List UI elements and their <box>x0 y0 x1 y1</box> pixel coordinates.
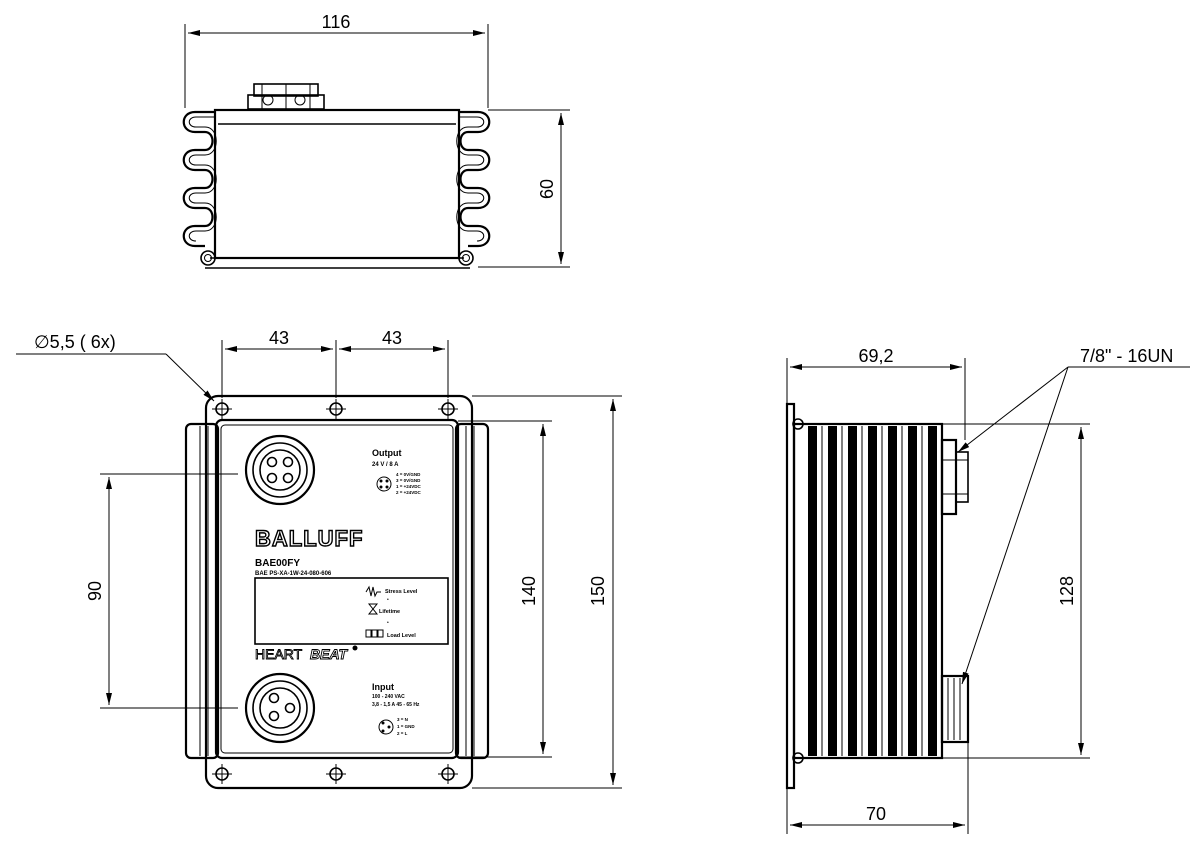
side-output-connector <box>940 438 969 516</box>
dim-connector-spacing: 90 <box>85 581 105 601</box>
side-fins <box>808 426 937 756</box>
input-connector <box>244 672 316 744</box>
output-rating: 24 V / 8 A <box>372 462 399 468</box>
input-current: 3,8 - 1,5 A 45 - 65 Hz <box>372 702 420 708</box>
dim-hole-spacing-2: 43 <box>382 328 402 348</box>
dim-top-width: 116 <box>322 12 351 32</box>
input-pin-diagram <box>378 719 394 735</box>
side-input-connector <box>940 674 970 744</box>
registered-mark-icon <box>352 645 358 651</box>
output-pin-diagram <box>376 476 392 492</box>
output-pin-1: 1 = +24VDC <box>396 484 422 489</box>
mounting-holes <box>212 399 458 784</box>
dim-side-height: 128 <box>1057 576 1077 606</box>
dim-overall-height: 150 <box>588 576 608 606</box>
output-pin-4: 4 = 0V/GND <box>396 472 421 477</box>
dim-thread-label: 7/8" - 16UN <box>1080 346 1173 366</box>
output-title: Output <box>372 448 402 458</box>
svg-text:•: • <box>387 620 389 626</box>
input-pin-3: 3 = N <box>397 717 408 722</box>
load-level-label: Load Level <box>387 633 416 639</box>
hourglass-icon <box>367 603 379 615</box>
top-fins-right <box>459 110 491 248</box>
svg-text:•: • <box>387 597 389 603</box>
dim-side-depth-bottom: 70 <box>866 804 886 824</box>
output-connector <box>244 434 316 506</box>
top-view: 116 60 <box>182 12 570 269</box>
input-pin-1: 1 = GND <box>397 724 415 729</box>
stress-level-icon <box>365 585 381 598</box>
input-voltage: 100 - 240 VAC <box>372 694 405 700</box>
input-pin-2: 2 = L <box>397 731 408 736</box>
brand-logo: BALLUFF <box>255 526 363 551</box>
front-base-plate <box>204 394 474 790</box>
lifetime-label: Lifetime <box>379 609 400 615</box>
top-fins-left <box>182 110 215 248</box>
top-body <box>213 108 461 260</box>
stress-level-label: Stress Level <box>385 589 418 595</box>
front-body <box>214 418 460 760</box>
dim-hole-spacing-1: 43 <box>269 328 289 348</box>
dim-body-height: 140 <box>519 576 539 606</box>
dim-top-height: 60 <box>537 179 557 199</box>
side-body <box>792 422 944 760</box>
input-title: Input <box>372 682 394 692</box>
model-label: BAE00FY <box>255 558 300 569</box>
heartbeat-logo-left: HEART <box>255 646 303 662</box>
load-level-icon <box>365 629 384 638</box>
output-pin-3: 3 = 0V/GND <box>396 478 421 483</box>
top-connector <box>247 83 325 110</box>
output-pin-2: 2 = +24VDC <box>396 490 422 495</box>
right-rail <box>454 422 490 760</box>
front-view: ∅5,5 ( 6x) 43 43 <box>16 328 622 790</box>
heartbeat-logo-right: BEAT <box>310 646 349 662</box>
dim-hole-label: ∅5,5 ( 6x) <box>34 332 116 352</box>
side-view: 69,2 7/8" - 16UN <box>785 346 1190 834</box>
dim-side-depth-top: 69,2 <box>858 346 893 366</box>
status-display <box>254 577 449 645</box>
left-rail <box>184 422 220 760</box>
order-code: BAE PS-XA-1W-24-080-606 <box>255 571 332 577</box>
